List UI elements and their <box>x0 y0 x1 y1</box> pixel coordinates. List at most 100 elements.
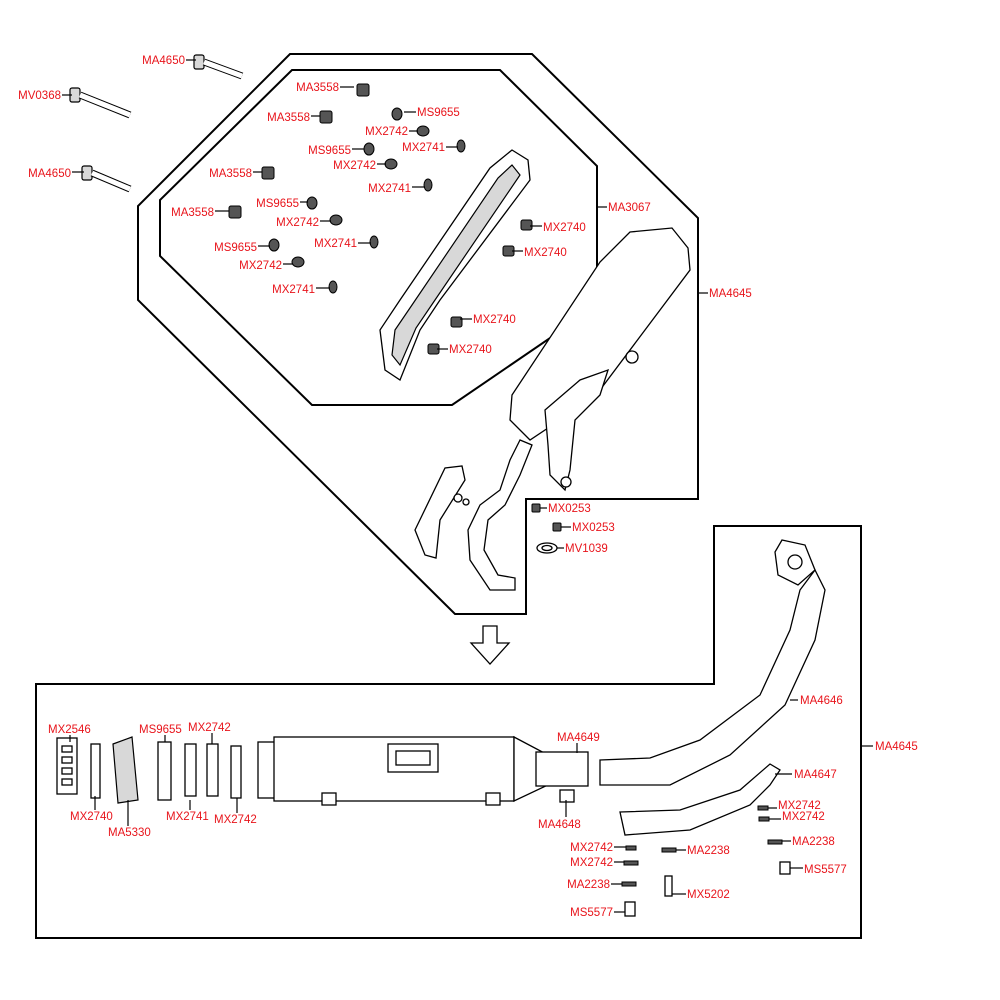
spacer-icon <box>384 158 398 170</box>
part-label: MX2741 <box>166 811 209 823</box>
bolt-icon <box>625 845 637 851</box>
washer-icon <box>363 142 375 156</box>
long-bolt-icon <box>193 54 244 80</box>
small-bolt-icon <box>453 493 470 506</box>
hex-screw-icon <box>319 110 333 124</box>
part-label: MA4650 <box>142 55 185 67</box>
top-assembly-outline <box>137 53 699 615</box>
part-label: MX2741 <box>402 142 445 154</box>
part-label: MA2238 <box>792 836 835 848</box>
lower-pipe-icon <box>619 763 781 836</box>
clip-nut-icon <box>450 316 463 328</box>
part-label: MA3558 <box>209 168 252 180</box>
washer-icon <box>306 196 318 210</box>
plate-icon <box>157 741 172 801</box>
part-label: MX5202 <box>687 889 730 901</box>
long-screw-icon <box>664 875 673 897</box>
part-label: MX2742 <box>570 857 613 869</box>
grommet-icon <box>456 139 466 153</box>
washer-icon <box>268 238 280 252</box>
hex-screw-icon <box>228 205 242 219</box>
part-label: MV1039 <box>565 543 608 555</box>
hex-screw-icon <box>356 83 370 97</box>
grommet-icon <box>328 280 338 294</box>
clip-nut-icon <box>520 219 533 231</box>
part-label: MS5577 <box>804 864 847 876</box>
baffle-insert-icon <box>56 737 78 795</box>
part-label: MS9655 <box>256 198 299 210</box>
part-label: MX2740 <box>543 222 586 234</box>
leader-lines <box>62 59 873 913</box>
bolt-icon <box>757 805 769 811</box>
spacer-icon <box>416 125 430 137</box>
part-label: MA4645 <box>709 288 752 300</box>
part-label: MA4645 <box>875 741 918 753</box>
part-label: MX2740 <box>70 811 113 823</box>
header-pipe-icon <box>599 539 826 786</box>
bolt-icon <box>758 816 770 822</box>
part-label: MX2740 <box>449 344 492 356</box>
part-label: MX2741 <box>272 284 315 296</box>
part-label: MA3558 <box>296 82 339 94</box>
grommet-icon <box>423 178 433 192</box>
part-label: MX2740 <box>524 247 567 259</box>
long-bolt-icon <box>81 165 132 193</box>
cap-screw-icon <box>552 522 562 532</box>
heat-shield-icon <box>379 149 531 381</box>
part-label: MA3558 <box>171 207 214 219</box>
assembled-muffler-icon <box>467 227 691 591</box>
plate-icon <box>206 743 219 797</box>
heat-shield-small-icon <box>414 465 466 559</box>
part-label: MX2742 <box>333 160 376 172</box>
spacer-icon <box>329 214 343 226</box>
washer-icon <box>391 107 403 121</box>
part-label: MS9655 <box>139 724 182 736</box>
top-labels: MA4650 MV0368 MA4650 MA3558 MA3558 MA355… <box>18 55 752 555</box>
part-label: MA4647 <box>794 769 837 781</box>
part-label: MX0253 <box>572 522 615 534</box>
plate-icon <box>230 745 242 799</box>
part-label: MA4649 <box>557 732 600 744</box>
part-label: MX2742 <box>365 126 408 138</box>
cap-nut-icon <box>624 901 636 917</box>
part-label: MX2546 <box>48 724 91 736</box>
part-label: MX2742 <box>188 722 231 734</box>
spacer-icon <box>291 256 305 268</box>
part-label: MX2741 <box>314 238 357 250</box>
muffler-body-icon <box>257 735 551 806</box>
bolt-icon <box>623 860 639 866</box>
part-label: MS5577 <box>570 907 613 919</box>
part-label: MV0368 <box>18 90 61 102</box>
grommet-icon <box>369 235 379 249</box>
part-label: MX2742 <box>570 842 613 854</box>
bottom-labels: MX2546 MX2740 MA5330 MS9655 MX2741 MX274… <box>48 695 918 919</box>
gasket-strip-icon <box>90 743 101 799</box>
part-label: MX2742 <box>276 217 319 229</box>
part-label: MX2740 <box>473 314 516 326</box>
bottom-assembly-outline <box>35 525 862 939</box>
long-bolt-icon <box>69 87 132 119</box>
part-label: MA4648 <box>538 819 581 831</box>
heat-shield-group-outline <box>159 69 598 406</box>
cap-screw-icon <box>531 503 541 513</box>
part-label: MA2238 <box>567 879 610 891</box>
part-label: MA4646 <box>800 695 843 707</box>
part-label: MA3067 <box>608 202 651 214</box>
part-label: MX2742 <box>214 814 257 826</box>
plate-icon <box>184 743 197 797</box>
hex-screw-icon <box>261 166 275 180</box>
part-label: MS9655 <box>214 242 257 254</box>
clamp-icon <box>535 751 589 803</box>
wrap-sheet-icon <box>112 736 139 804</box>
part-label: MA4650 <box>28 168 71 180</box>
part-label: MA5330 <box>108 827 151 839</box>
cap-nut-icon <box>779 861 791 875</box>
part-label: MA2238 <box>687 845 730 857</box>
part-label: MX2741 <box>368 183 411 195</box>
part-label: MX2742 <box>778 800 821 812</box>
stud-icon <box>661 847 677 853</box>
part-label: MX0253 <box>548 503 591 515</box>
part-label: MS9655 <box>308 145 351 157</box>
gasket-icon <box>536 542 558 554</box>
